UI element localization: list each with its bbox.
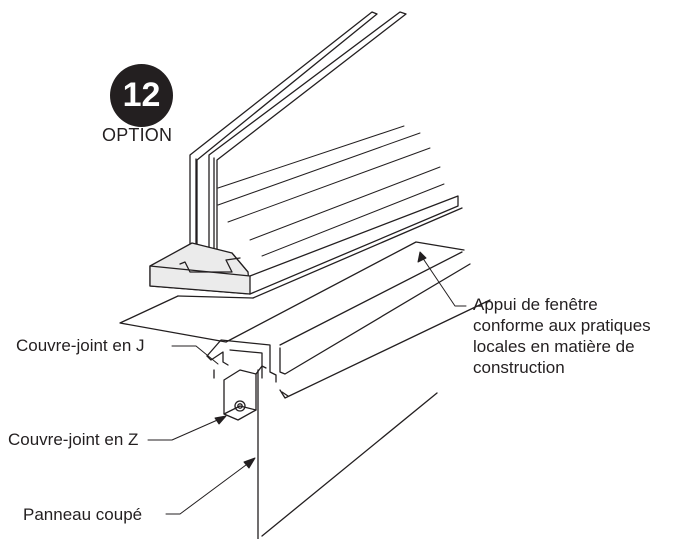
option-caption: OPTION	[102, 125, 173, 145]
callout-window-sill-line-1: Appui de fenêtre	[473, 295, 598, 314]
callout-window-sill-line-4: construction	[473, 358, 565, 377]
glass-panes	[189, 11, 407, 273]
callout-window-sill-line-2: conforme aux pratiques	[473, 316, 651, 335]
flashing-sheet	[119, 207, 465, 343]
cut-panel	[257, 369, 438, 540]
option-number-badge: 12	[110, 64, 173, 127]
window-sill	[149, 195, 459, 295]
sill-nosing	[279, 251, 491, 399]
callout-cut-panel: Panneau coupé	[23, 505, 143, 524]
callout-j-channel: Couvre-joint en J	[16, 336, 145, 355]
z-channel	[223, 365, 267, 421]
option-number: 12	[122, 76, 161, 114]
callout-window-sill-line-3: locales en matière de	[473, 337, 635, 356]
window-frame-rails	[217, 125, 445, 257]
callout-z-channel: Couvre-joint en Z	[8, 430, 139, 449]
callout-window-sill: Appui de fenêtre conforme aux pratiques …	[473, 294, 651, 378]
j-channel	[206, 339, 277, 383]
leader-lines	[147, 251, 467, 515]
